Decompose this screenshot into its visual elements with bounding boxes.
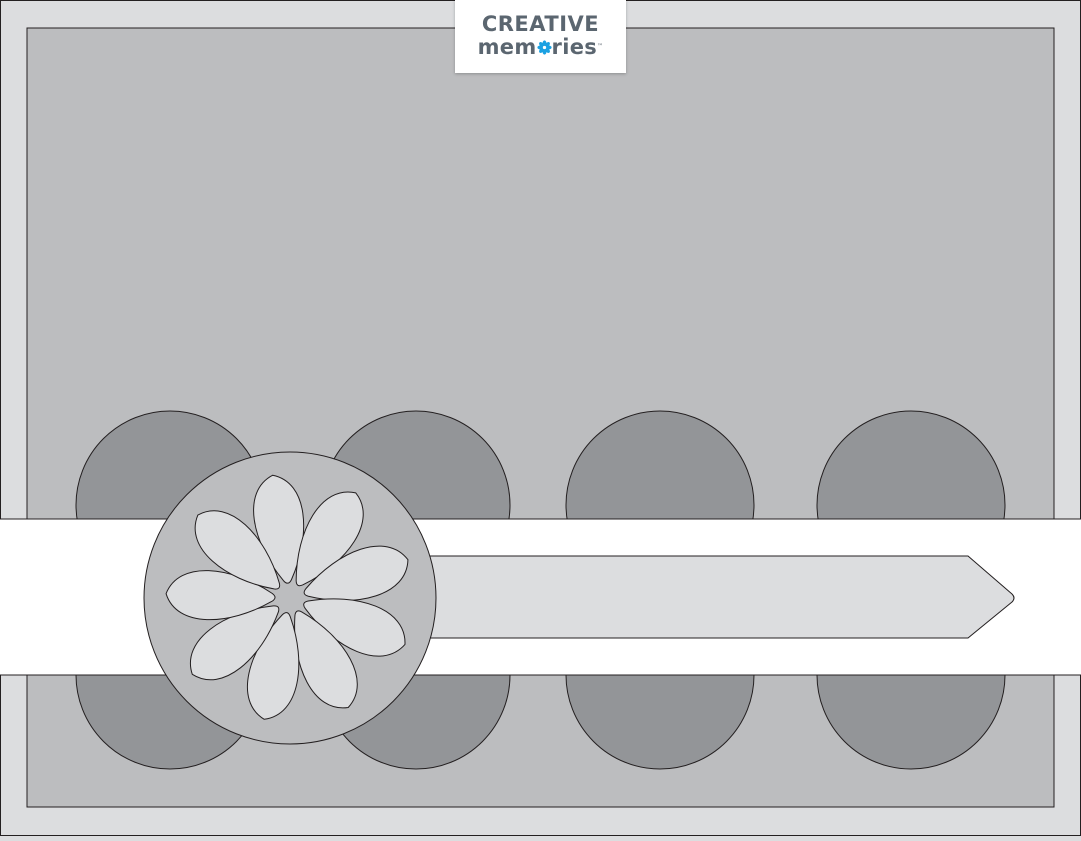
logo-text-mem: mem <box>477 35 537 59</box>
flower-petal <box>294 610 358 709</box>
logo-flower-icon <box>536 40 552 55</box>
logo-line-creative: CREATIVE <box>481 12 600 36</box>
flower-petal <box>194 510 281 590</box>
flower-petal <box>303 545 409 602</box>
banner-strip <box>429 555 1015 639</box>
flower-petal <box>190 605 280 681</box>
flower-petal <box>295 491 364 587</box>
logo-text-ries: ries <box>551 35 598 59</box>
trademark-symbol: ™ <box>597 43 604 50</box>
flower-embellishment <box>165 474 409 720</box>
flower-petal <box>165 570 276 621</box>
flower-petal <box>253 474 305 584</box>
flower-petal <box>303 598 406 657</box>
flower-petal <box>247 612 300 720</box>
